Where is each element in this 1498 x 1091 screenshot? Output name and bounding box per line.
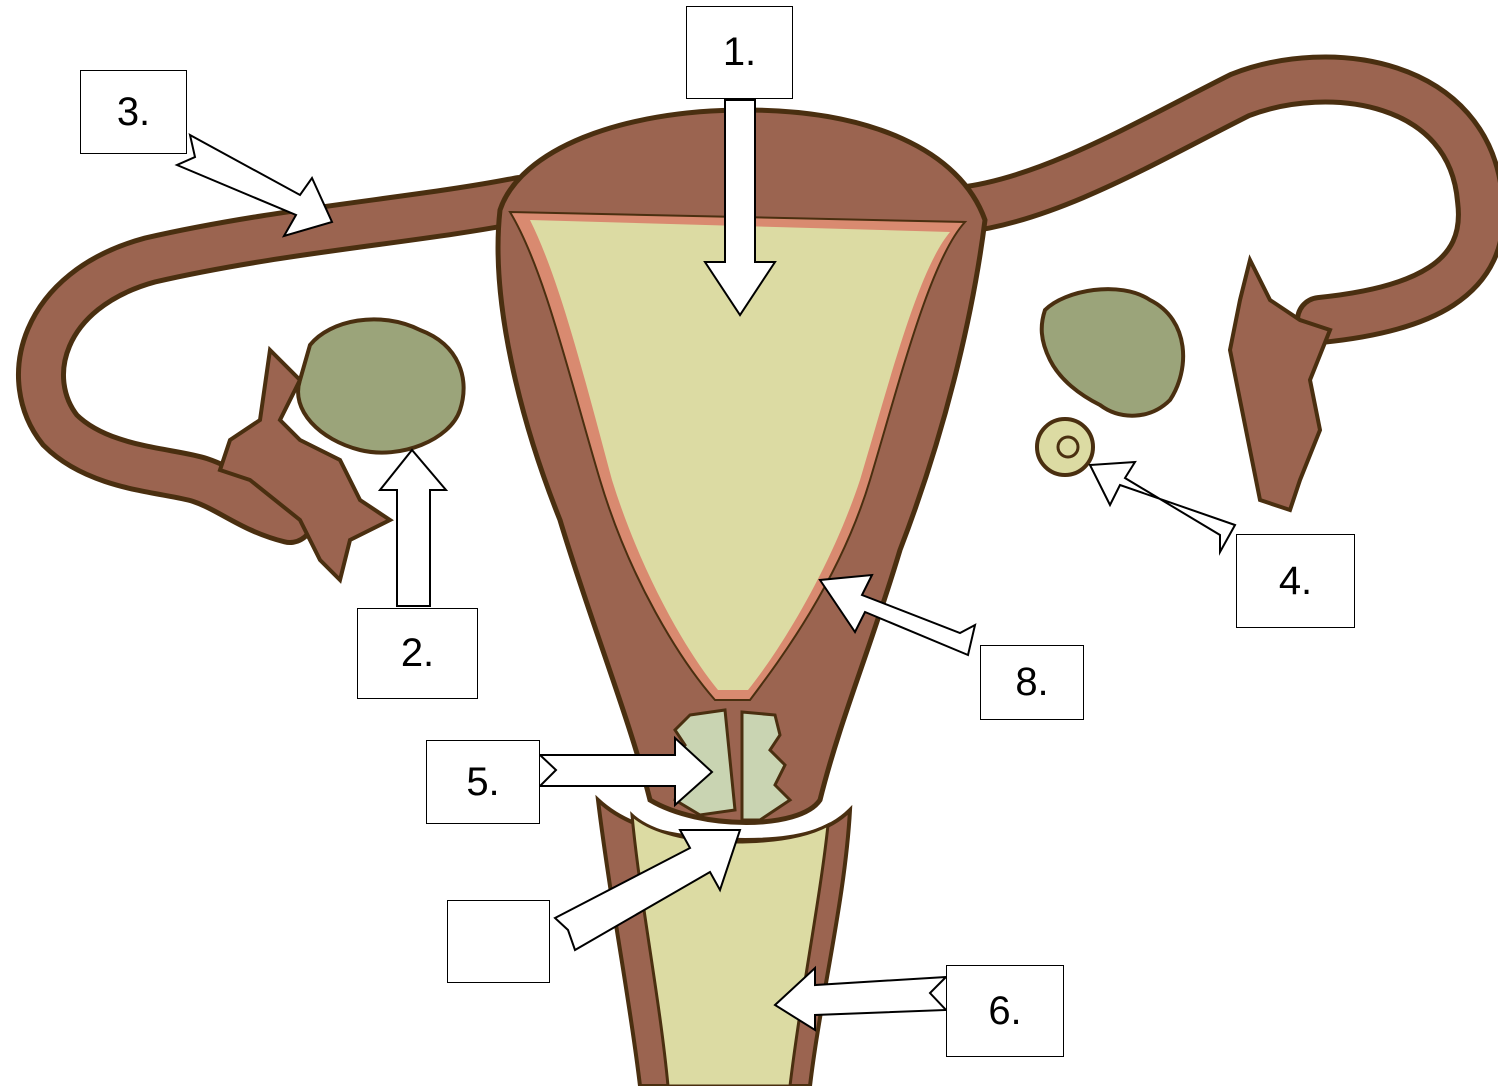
fallopian-tube-right [960, 80, 1481, 320]
label-box-3[interactable]: 3. [80, 70, 187, 154]
label-box-2[interactable]: 2. [357, 608, 478, 699]
label-box-1[interactable]: 1. [686, 6, 793, 99]
label-box-5[interactable]: 5. [426, 740, 540, 824]
label-box-6[interactable]: 6. [946, 965, 1064, 1057]
arrow-5 [540, 738, 712, 805]
label-text-6: 6. [988, 989, 1021, 1034]
egg-cell [1037, 419, 1093, 475]
label-text-5: 5. [466, 760, 499, 805]
label-text-3: 3. [117, 90, 150, 135]
arrow-2 [380, 450, 446, 606]
label-box-8[interactable]: 8. [980, 645, 1084, 720]
label-text-4: 4. [1279, 559, 1312, 604]
label-text-8: 8. [1015, 660, 1048, 705]
ovary-left [298, 319, 464, 452]
label-box-blank[interactable] [447, 900, 550, 983]
label-text-1: 1. [723, 30, 756, 75]
arrow-4 [1090, 462, 1235, 552]
label-box-4[interactable]: 4. [1236, 534, 1355, 628]
label-text-2: 2. [401, 631, 434, 676]
ovary-right [1042, 289, 1183, 416]
